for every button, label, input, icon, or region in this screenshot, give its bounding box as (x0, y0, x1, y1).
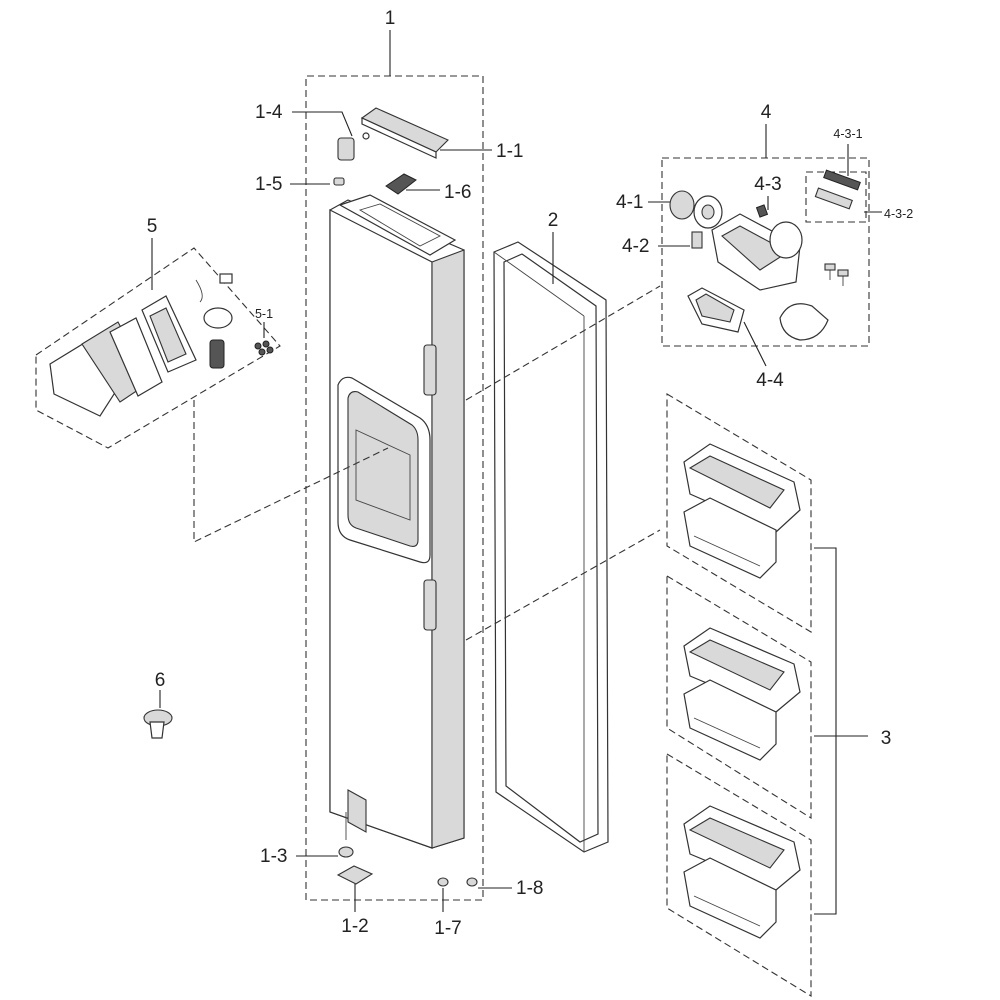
part-1-8-screw (466, 877, 512, 889)
bin-pair-3 (683, 805, 801, 939)
part-4-cup (779, 303, 829, 341)
part-1-4-clip (292, 111, 370, 161)
label-2: 2 (548, 210, 559, 231)
group-5-frame (35, 238, 281, 449)
bin-pair-2 (683, 627, 801, 761)
label-4-3: 4-3 (754, 174, 781, 195)
label-4-1: 4-1 (616, 192, 643, 213)
label-6: 6 (155, 670, 166, 691)
label-4-3-1: 4-3-1 (833, 127, 862, 141)
label-1-6: 1-6 (444, 182, 471, 203)
label-5: 5 (147, 216, 158, 237)
group-3-bins (666, 393, 868, 997)
label-1-7: 1-7 (434, 918, 461, 939)
part-4-2-bracket (658, 231, 703, 249)
label-1-8: 1-8 (516, 878, 543, 899)
part-1-2-hinge-bracket (336, 865, 374, 912)
part-6-fastener (143, 690, 173, 739)
label-3: 3 (881, 728, 892, 749)
part-1-6-actuator (385, 173, 440, 195)
label-4-2: 4-2 (622, 236, 649, 257)
bin-pair-1 (683, 443, 801, 579)
part-1-3-hinge-pin (296, 846, 354, 858)
part-4-1-motor (648, 190, 723, 229)
connector-lines (193, 285, 661, 641)
part-4-ice-housing (711, 204, 801, 291)
part-4-3-1-4-3-2-parts (814, 144, 882, 213)
label-5-1: 5-1 (255, 307, 273, 321)
group-4-frame (661, 124, 870, 347)
label-4-4: 4-4 (756, 370, 784, 391)
part-5-panels (49, 273, 274, 417)
label-4-3-2: 4-3-2 (884, 207, 913, 221)
part-4-screws (824, 263, 849, 286)
part-1-1-top-cover (360, 107, 492, 159)
label-1: 1 (385, 8, 396, 29)
door-panel (329, 194, 465, 849)
label-1-2: 1-2 (341, 916, 368, 937)
part-1-5-screw (290, 177, 345, 186)
part-2-door-gasket (493, 232, 609, 853)
label-1-5: 1-5 (255, 174, 282, 195)
label-1-4: 1-4 (255, 102, 283, 123)
part-4-3-disc (767, 196, 803, 259)
group-1-frame (305, 30, 484, 901)
part-1-7-screw (437, 877, 449, 912)
part-4-4-tray (687, 287, 767, 367)
label-4: 4 (761, 102, 772, 123)
label-1-1: 1-1 (496, 141, 523, 162)
part-labels: 1 1-4 1-1 1-5 1-6 1-3 1-2 1-7 1-8 2 3 4 … (147, 8, 914, 939)
label-1-3: 1-3 (260, 846, 287, 867)
